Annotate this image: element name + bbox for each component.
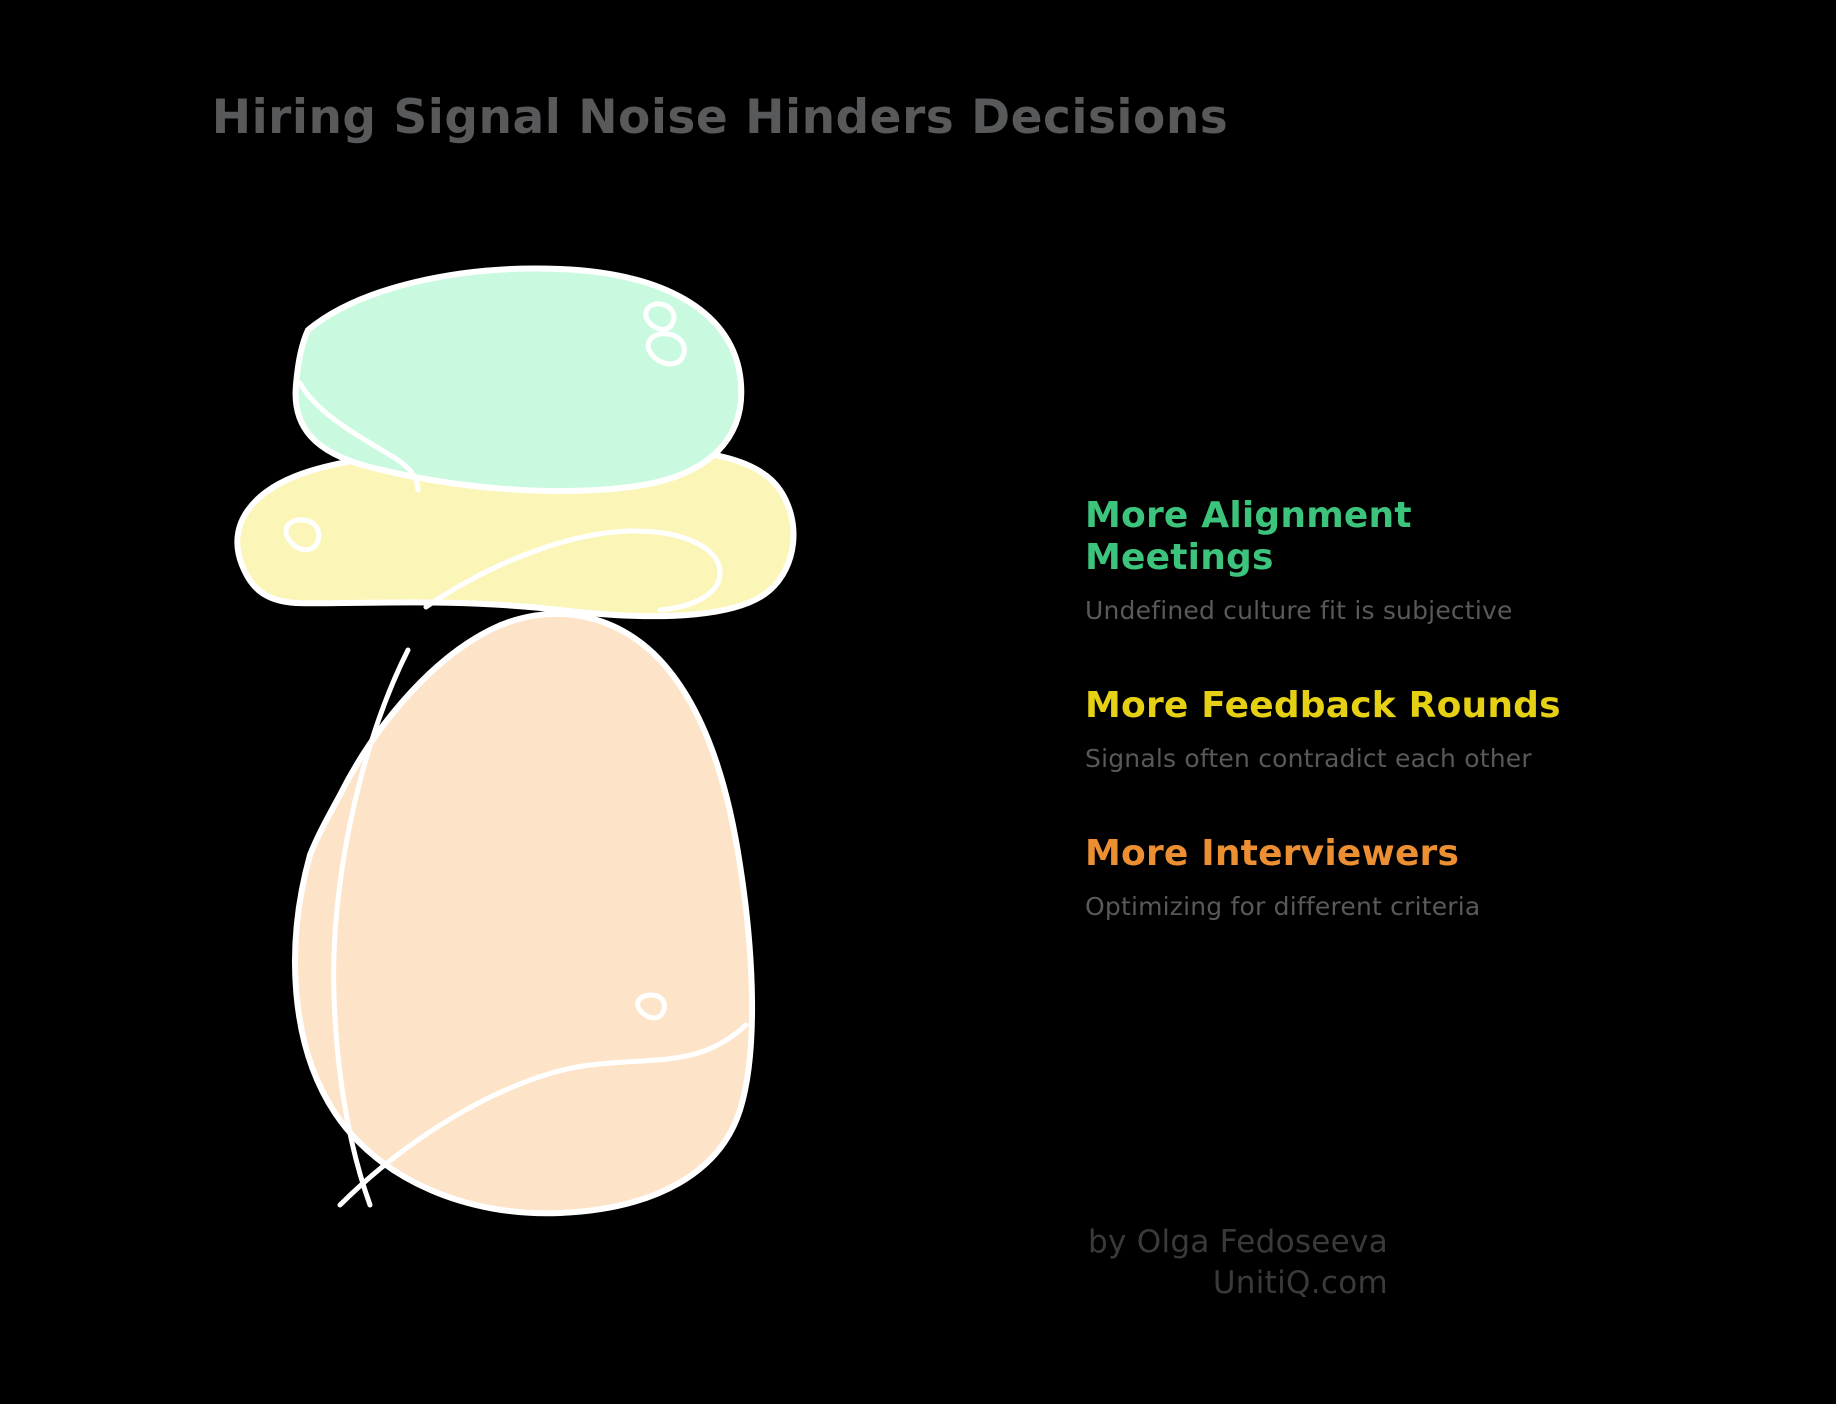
point-heading: More Alignment Meetings <box>1085 495 1412 579</box>
yellow-detail-speck <box>283 517 322 553</box>
stacked-stones-illustration <box>230 255 930 1217</box>
peach-detail-curve-left <box>331 647 411 1208</box>
credit-author: by Olga Fedoseeva <box>1087 1224 1388 1260</box>
mint-detail-curve <box>297 380 421 493</box>
yellow-detail-curve <box>423 528 723 613</box>
point-heading: More Interviewers <box>1085 833 1460 875</box>
points-list: More Alignment Meetings Undefined cultur… <box>1085 495 1705 923</box>
mint-pebble-shape <box>292 265 745 495</box>
point-item-more-interviewers: More Interviewers Optimizing for differe… <box>1085 833 1705 923</box>
credit-block: by Olga Fedoseeva UnitiQ.com <box>1088 1222 1388 1304</box>
point-heading: More Feedback Rounds <box>1085 685 1561 727</box>
point-description: Signals often contradict each other <box>1085 744 1532 774</box>
credit-site: UnitiQ.com <box>1212 1264 1388 1301</box>
mint-detail-speck-1 <box>643 301 677 332</box>
point-item-more-feedback-rounds: More Feedback Rounds Signals often contr… <box>1085 685 1705 775</box>
mint-detail-speck-2 <box>645 331 687 367</box>
peach-detail-curve-bottom <box>337 1022 749 1208</box>
peach-detail-speck <box>635 992 667 1021</box>
point-item-more-alignment-meetings: More Alignment Meetings Undefined cultur… <box>1085 495 1705 627</box>
yellow-pebble-shape <box>234 443 797 620</box>
page-title: Hiring Signal Noise Hinders Decisions <box>211 90 1229 145</box>
point-description: Undefined culture fit is subjective <box>1085 596 1513 626</box>
peach-pebble-shape <box>292 611 755 1217</box>
point-description: Optimizing for different criteria <box>1085 892 1481 922</box>
